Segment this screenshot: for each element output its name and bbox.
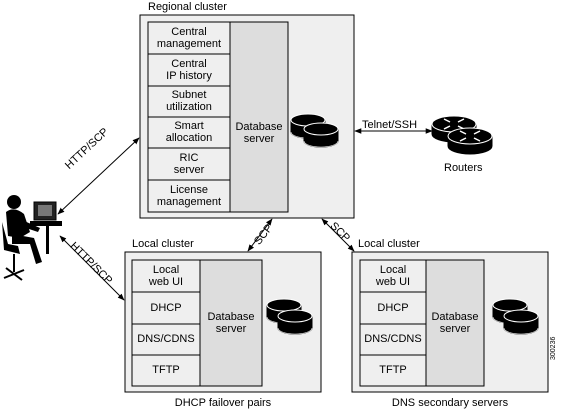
regional-cluster-title: Regional cluster xyxy=(148,1,227,13)
scp-right-link xyxy=(321,218,355,252)
http-scp-local-link xyxy=(59,235,125,301)
local-left-cluster-title: Local cluster xyxy=(132,238,194,250)
http-scp-regional-link xyxy=(57,137,140,215)
user-workstation-icon xyxy=(2,195,62,281)
local-left-module-dns-cdns: DNS/CDNS xyxy=(137,333,195,345)
routers-label: Routers xyxy=(444,162,483,174)
local-right-module-dns-cdns: DNS/CDNS xyxy=(364,333,422,345)
local-left-caption: DHCP failover pairs xyxy=(174,397,272,409)
local-left-module-tftp: TFTP xyxy=(152,364,180,376)
local-right-caption: DNS secondary servers xyxy=(391,397,509,409)
routers-icon xyxy=(431,115,493,155)
local-left-module-dhcp: DHCP xyxy=(150,302,182,314)
scp-left-link xyxy=(247,218,273,252)
telnet-ssh-label: Telnet/SSH xyxy=(362,119,418,131)
local-right-cluster-title: Local cluster xyxy=(358,238,420,250)
figure-id: 300236 xyxy=(550,336,557,360)
local-right-module-tftp: TFTP xyxy=(379,364,407,376)
local-right-module-dhcp: DHCP xyxy=(377,302,409,314)
